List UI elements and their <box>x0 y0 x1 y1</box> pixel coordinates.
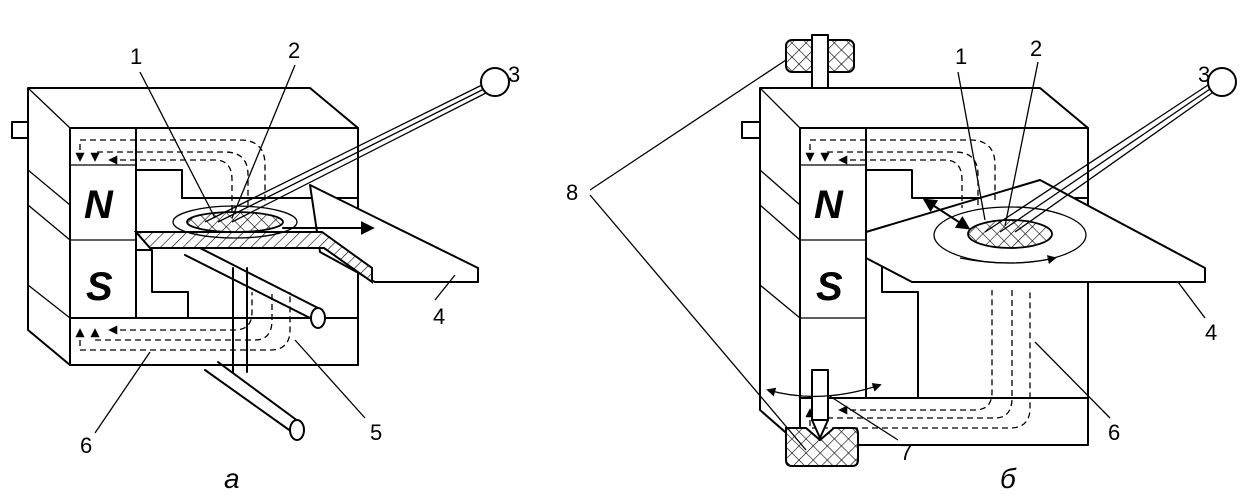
left-pin <box>11 121 29 139</box>
specimen-b <box>967 219 1053 249</box>
field-ring-a <box>172 205 298 239</box>
pole-s-a: S <box>86 265 113 309</box>
shaft-tip <box>811 419 829 439</box>
specimen-a <box>186 211 284 233</box>
callout-a-5: 5 <box>370 420 382 445</box>
callout-b-7: 7 <box>900 440 912 465</box>
clamp-bottom <box>785 427 859 467</box>
probe-ball-b <box>1207 67 1237 97</box>
callout-b-3: 3 <box>1198 62 1210 87</box>
callout-a-1: 1 <box>130 44 142 69</box>
callout-a-2: 2 <box>288 38 300 63</box>
panel-label-b: б <box>1000 463 1017 494</box>
panel-b: N S 8 1 2 3 <box>566 34 1237 494</box>
callout-b-4: 4 <box>1205 320 1217 345</box>
pole-n-b: N <box>814 183 844 227</box>
callout-a-3: 3 <box>508 62 520 87</box>
callout-b-1: 1 <box>955 44 967 69</box>
left-pin-b <box>741 121 761 139</box>
callout-a-6: 6 <box>80 433 92 458</box>
callout-b-8: 8 <box>566 180 578 205</box>
panel-label-a: а <box>224 463 240 494</box>
probe-ball-a <box>480 67 510 97</box>
callout-b-2: 2 <box>1030 36 1042 61</box>
panel-a: N S 1 <box>11 38 520 494</box>
pole-n-a: N <box>84 183 114 227</box>
gap-arrow-b <box>922 198 971 230</box>
bottom-shaft <box>811 369 829 421</box>
pole-s-b: S <box>816 265 843 309</box>
slider-hatched <box>133 231 373 284</box>
rotation-arrow-b <box>766 382 882 398</box>
callout-a-4: 4 <box>433 304 445 329</box>
callout-b-6: 6 <box>1108 420 1120 445</box>
